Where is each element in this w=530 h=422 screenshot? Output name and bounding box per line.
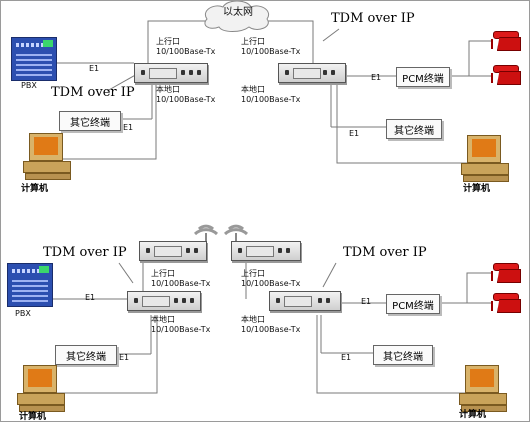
port-type-label: 10/100Base-Tx <box>156 47 216 56</box>
tdm-label: TDM over IP <box>331 11 415 26</box>
tdm-gateway-device <box>127 291 201 311</box>
e1-label: E1 <box>85 293 96 302</box>
computer-icon <box>17 365 67 412</box>
computer-label: 计算机 <box>463 184 491 194</box>
pcm-terminal-box: PCM终端 <box>386 294 440 314</box>
pbx-icon <box>11 37 57 81</box>
e1-label: E1 <box>349 129 360 138</box>
ethernet-cloud-icon <box>204 1 269 32</box>
other-terminal-box: 其它终端 <box>373 345 433 365</box>
phone-icon <box>491 65 521 85</box>
e1-label: E1 <box>119 353 130 362</box>
port-type-label: 10/100Base-Tx <box>151 325 211 334</box>
uplink-label: 上行口 <box>241 37 265 46</box>
uplink-label: 上行口 <box>241 269 265 278</box>
e1-label: E1 <box>371 73 382 82</box>
port-type-label: 10/100Base-Tx <box>241 95 301 104</box>
computer-icon <box>461 135 511 182</box>
e1-label: E1 <box>123 123 134 132</box>
tdm-label: TDM over IP <box>343 245 427 260</box>
phone-icon <box>491 263 521 283</box>
other-terminal-box: 其它终端 <box>55 345 117 365</box>
wireless-bridge-device <box>231 241 301 261</box>
downlink-label: 本地口 <box>151 315 175 324</box>
e1-label: E1 <box>341 353 352 362</box>
other-terminal-box: 其它终端 <box>59 111 121 131</box>
phone-icon <box>491 293 521 313</box>
pbx-label: PBX <box>21 81 37 90</box>
tdm-gateway-device <box>269 291 341 311</box>
uplink-label: 上行口 <box>151 269 175 278</box>
downlink-label: 本地口 <box>241 315 265 324</box>
e1-label: E1 <box>89 64 100 73</box>
downlink-label: 本地口 <box>241 85 265 94</box>
pcm-terminal-box: PCM终端 <box>396 67 450 87</box>
ethernet-label: 以太网 <box>223 7 253 18</box>
tdm-label: TDM over IP <box>43 245 127 260</box>
wireless-bridge-device <box>139 241 207 261</box>
phone-icon <box>491 31 521 51</box>
tdm-gateway-device <box>134 63 208 83</box>
port-type-label: 10/100Base-Tx <box>241 279 301 288</box>
port-type-label: 10/100Base-Tx <box>241 47 301 56</box>
pbx-icon <box>7 263 53 307</box>
port-type-label: 10/100Base-Tx <box>241 325 301 334</box>
downlink-label: 本地口 <box>156 85 180 94</box>
tdm-label: TDM over IP <box>51 85 135 100</box>
port-type-label: 10/100Base-Tx <box>151 279 211 288</box>
pbx-label: PBX <box>15 309 31 318</box>
computer-icon <box>23 133 73 180</box>
other-terminal-box: 其它终端 <box>386 119 442 139</box>
uplink-label: 上行口 <box>156 37 180 46</box>
computer-label: 计算机 <box>459 410 487 420</box>
computer-icon <box>459 365 509 412</box>
computer-label: 计算机 <box>19 412 47 422</box>
tdm-gateway-device <box>278 63 346 83</box>
computer-label: 计算机 <box>21 184 49 194</box>
port-type-label: 10/100Base-Tx <box>156 95 216 104</box>
e1-label: E1 <box>361 297 372 306</box>
